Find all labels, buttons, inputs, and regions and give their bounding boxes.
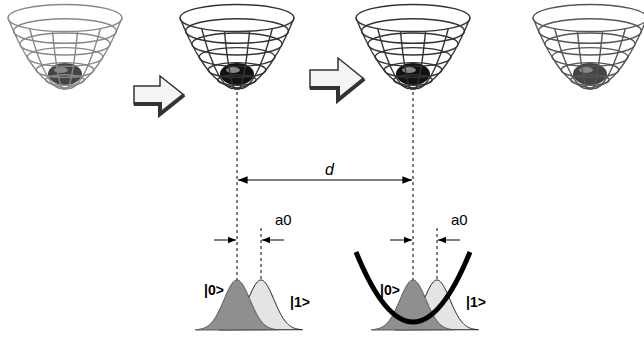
state-label: |0> [380,283,400,297]
mesh-meridian [237,29,272,89]
dimension-arrow [390,240,412,241]
mesh-meridian [533,18,590,88]
mesh-meridian [225,31,238,89]
transport-arrow [134,76,184,114]
mesh-meridian [8,18,65,88]
dimension-arrow [438,240,460,241]
potential-curve [356,252,470,322]
mesh-meridian [378,29,413,89]
paraboloid-trap [8,4,122,89]
mesh-meridian [555,29,590,89]
dimension-arrow [214,240,236,241]
mesh-meridian [413,18,470,88]
arrow-shadow [134,95,184,114]
mesh-ring [14,19,117,44]
ground-state [195,280,278,330]
mesh-meridian [65,31,78,89]
mesh-meridian [578,31,591,89]
mesh-meridian [202,29,237,89]
ball-highlight [226,67,240,73]
mesh-ring [539,19,642,44]
center-line [413,92,414,300]
mesh-meridian [65,18,122,88]
mesh-ring [362,19,465,44]
paraboloid-trap [533,4,644,89]
dimension-arrow [262,240,284,241]
dimension-arrow [238,179,412,180]
mesh-meridian [590,31,603,89]
mesh-meridian [401,31,414,89]
mesh-meridian [65,29,100,89]
mesh-meridian [356,18,413,88]
arrow-shadow [310,79,364,100]
mesh-meridian [180,18,237,88]
mesh-meridian [590,29,625,89]
state-label: |0> [204,283,224,297]
ball-highlight [54,67,68,73]
wavefunctions [195,280,478,330]
transport-arrow [310,58,364,100]
mesh-meridian [53,31,66,89]
mesh-meridian [413,31,426,89]
mesh-meridian [30,29,65,89]
state-label: |1> [290,295,310,309]
ball-highlight [579,67,593,73]
ball-highlight [402,67,416,73]
mesh-meridian [590,18,644,88]
offset-label: a0 [451,212,468,227]
center-line [237,92,238,300]
paraboloid-trap [356,4,470,89]
mesh-meridian [413,29,448,89]
state-label: |1> [466,295,486,309]
offset-label: a0 [275,212,292,227]
mesh-meridian [237,18,294,88]
mesh-meridian [237,31,250,89]
mesh-ring [186,19,289,44]
paraboloid-trap [180,4,294,89]
distance-label: d [325,162,334,178]
